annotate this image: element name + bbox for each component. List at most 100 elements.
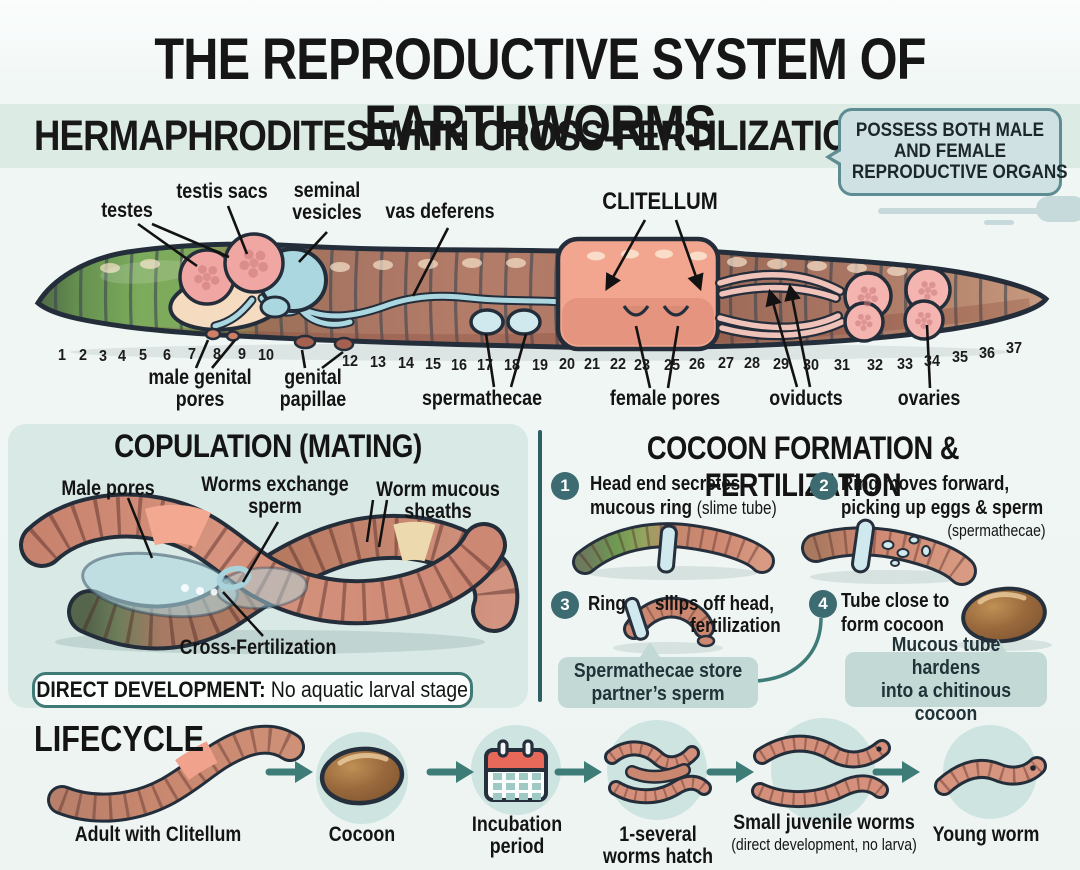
copulation-panel bbox=[8, 424, 528, 708]
spermatheca-shape bbox=[469, 308, 505, 336]
label-ovaries: ovaries bbox=[897, 387, 961, 410]
label-testis-sacs: testis sacs bbox=[176, 180, 268, 203]
step-3-badge: 3 bbox=[551, 591, 579, 619]
label-vas-deferens: vas deferens bbox=[385, 200, 495, 223]
step-4-text: Tube close to form cocoon bbox=[841, 590, 950, 636]
ovaries-shape bbox=[843, 266, 952, 343]
callout-line: REPRODUCTIVE ORGANS bbox=[851, 162, 1068, 183]
step-2-badge: 2 bbox=[810, 472, 838, 500]
segment-number: 19 bbox=[531, 357, 549, 374]
direct-development-box: DIRECT DEVELOPMENT: No aquatic larval st… bbox=[32, 672, 473, 708]
page-title: THE REPRODUCTIVE SYSTEM OF EARTHWORMS bbox=[154, 27, 926, 159]
male-pore-shape bbox=[225, 330, 241, 342]
genital-papilla-shape bbox=[293, 334, 317, 350]
segment-number: 21 bbox=[583, 356, 601, 373]
segment-number: 31 bbox=[833, 357, 851, 374]
segment-number: 23 bbox=[633, 357, 651, 374]
testis-sac-shape bbox=[223, 232, 285, 294]
female-pore-shape bbox=[622, 305, 650, 317]
label-testes: testes bbox=[101, 199, 153, 222]
segment-number: 17 bbox=[476, 357, 494, 374]
segment-number: 26 bbox=[688, 356, 706, 373]
segment-number: 36 bbox=[978, 345, 996, 362]
calendar-icon bbox=[484, 739, 548, 802]
mucous-ring-shape bbox=[623, 596, 650, 641]
segment-number: 9 bbox=[237, 346, 247, 363]
step-3-text-fertilization: fertilization bbox=[690, 615, 781, 637]
label-clitellum: CLITELLUM bbox=[602, 188, 718, 215]
segment-number: 33 bbox=[896, 356, 914, 373]
segment-number: 22 bbox=[609, 356, 627, 373]
mucous-ring-shape bbox=[657, 524, 678, 574]
segment-number: 4 bbox=[117, 348, 127, 365]
segment-number: 2 bbox=[78, 347, 88, 364]
lifecycle-illustrations bbox=[62, 718, 1037, 824]
step-1-badge: 1 bbox=[551, 472, 579, 500]
stage-adult-label: Adult with Clitellum bbox=[74, 823, 242, 846]
subtitle: HERMAPHRODITES WITH CROSS-FERTILIZATION bbox=[34, 112, 876, 160]
label-spermathecae: spermathecae bbox=[421, 387, 543, 410]
oviducts-shape bbox=[715, 269, 847, 341]
copulation-title: COPULATION (MATING) bbox=[114, 428, 422, 464]
callout-line: AND FEMALE bbox=[893, 141, 1007, 162]
mucous-ring-shape bbox=[850, 518, 876, 574]
section-divider bbox=[538, 430, 542, 702]
segment-number: 29 bbox=[772, 356, 790, 373]
label-oviducts: oviducts bbox=[769, 387, 843, 410]
genital-papilla-shape bbox=[333, 336, 355, 352]
step-1-text: Head end secretes mucous ring (slime tub… bbox=[590, 473, 777, 519]
note-mucous-tube: Mucous tube hardens into a chitinous coc… bbox=[845, 634, 1047, 725]
label-cross-fertilization: Cross-Fertilization bbox=[179, 636, 337, 659]
direct-development-text: DIRECT DEVELOPMENT: No aquatic larval st… bbox=[36, 677, 469, 702]
note-spermathecae: Spermathecae store partner’s sperm bbox=[558, 657, 758, 708]
blue-ducts-shape bbox=[210, 291, 567, 331]
lifecycle-title: LIFECYCLE bbox=[34, 718, 205, 759]
stage-cocoon-label: Cocoon bbox=[328, 823, 396, 846]
segment-number: 14 bbox=[397, 355, 415, 372]
hatchling-worms-shapes bbox=[612, 748, 704, 796]
young-worm-shape bbox=[944, 765, 1037, 786]
segment-number: 32 bbox=[866, 357, 884, 374]
segment-number: 10 bbox=[257, 347, 275, 364]
cloud-line-icon bbox=[878, 208, 1068, 214]
lifecycle-arrows bbox=[265, 761, 920, 783]
segment-number: 30 bbox=[802, 357, 820, 374]
segment-number: 25 bbox=[663, 357, 681, 374]
seminal-vesicle-shape bbox=[258, 247, 328, 313]
clitellum-shape bbox=[555, 236, 721, 352]
segment-number: 6 bbox=[162, 347, 172, 364]
step-4-badge: 4 bbox=[809, 590, 837, 618]
cloud-blob-icon bbox=[1036, 196, 1080, 222]
egg-sac-shape bbox=[168, 272, 288, 332]
male-pore-shape bbox=[204, 327, 222, 341]
segment-number: 37 bbox=[1005, 340, 1023, 357]
cloud-line-icon bbox=[984, 220, 1014, 225]
testis-sac-shape bbox=[178, 248, 236, 306]
cocoon-shape bbox=[319, 746, 405, 806]
segment-number: 16 bbox=[450, 357, 468, 374]
segment-number: 3 bbox=[98, 348, 108, 365]
step-2-text: Ring moves forward, picking up eggs & sp… bbox=[841, 473, 1044, 519]
seminal-vesicle-lobe-shape bbox=[259, 295, 291, 319]
juvenile-worms-shapes bbox=[760, 744, 882, 799]
stage-young-worm-label: Young worm bbox=[932, 823, 1040, 846]
hermaphrodite-callout: POSSESS BOTH MALE AND FEMALE REPRODUCTIV… bbox=[825, 108, 1068, 196]
segment-number: 13 bbox=[369, 354, 387, 371]
segment-number: 1 bbox=[57, 347, 67, 364]
step-2-subtext: (spermathecae) bbox=[947, 522, 1046, 540]
female-pore-shape bbox=[662, 305, 690, 317]
label-female-pores: female pores bbox=[609, 387, 721, 410]
segment-number: 15 bbox=[424, 356, 442, 373]
segment-number: 28 bbox=[743, 355, 761, 372]
segment-number: 20 bbox=[558, 356, 576, 373]
segment-number: 27 bbox=[717, 355, 735, 372]
segment-number: 35 bbox=[951, 349, 969, 366]
callout-line: POSSESS BOTH MALE bbox=[855, 120, 1045, 141]
step-3-text-ring: Ring bbox=[588, 593, 626, 615]
